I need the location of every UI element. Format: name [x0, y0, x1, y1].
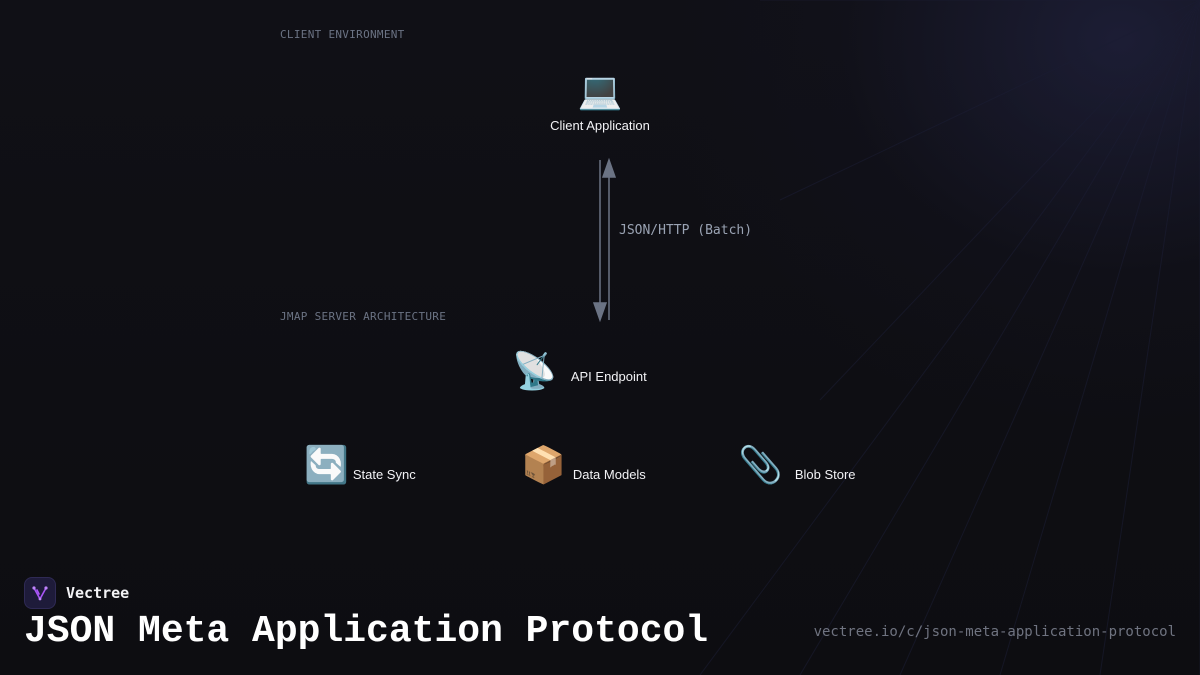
node-state-sync[interactable]: 🔄 State Sync [304, 446, 416, 486]
page-title: JSON Meta Application Protocol [24, 610, 709, 653]
brand[interactable]: Vectree [24, 577, 129, 609]
source-url[interactable]: vectree.io/c/json-meta-application-proto… [813, 624, 1176, 640]
node-label-data-models: Data Models [572, 466, 646, 482]
sync-arrows-icon: 🔄 [304, 445, 349, 486]
node-blob-store[interactable]: 📎 Blob Store [738, 446, 856, 486]
section-label-client-environment: CLIENT ENVIRONMENT [280, 28, 405, 41]
arrowhead-down [592, 302, 608, 323]
node-client-application[interactable]: 💻 Client Application [540, 71, 660, 134]
node-label-state-sync: State Sync [352, 466, 416, 482]
node-api-endpoint[interactable]: 📡 API Endpoint [512, 352, 647, 392]
package-icon: 📦 [521, 445, 566, 486]
brand-name: Vectree [66, 584, 130, 602]
section-label-jmap-server-architecture: JMAP SERVER ARCHITECTURE [280, 310, 447, 323]
vectree-logo-icon [24, 577, 56, 609]
node-label-client-application: Client Application [550, 118, 650, 133]
arrowhead-up [601, 157, 617, 178]
satellite-antenna-icon: 📡 [512, 351, 557, 392]
node-data-models[interactable]: 📦 Data Models [521, 446, 646, 486]
edge-label-json-http-batch: JSON/HTTP (Batch) [619, 223, 753, 238]
node-label-blob-store: Blob Store [794, 466, 856, 482]
laptop-icon: 💻 [577, 71, 623, 112]
node-label-api-endpoint: API Endpoint [570, 368, 647, 384]
paperclip-icon: 📎 [738, 445, 783, 486]
